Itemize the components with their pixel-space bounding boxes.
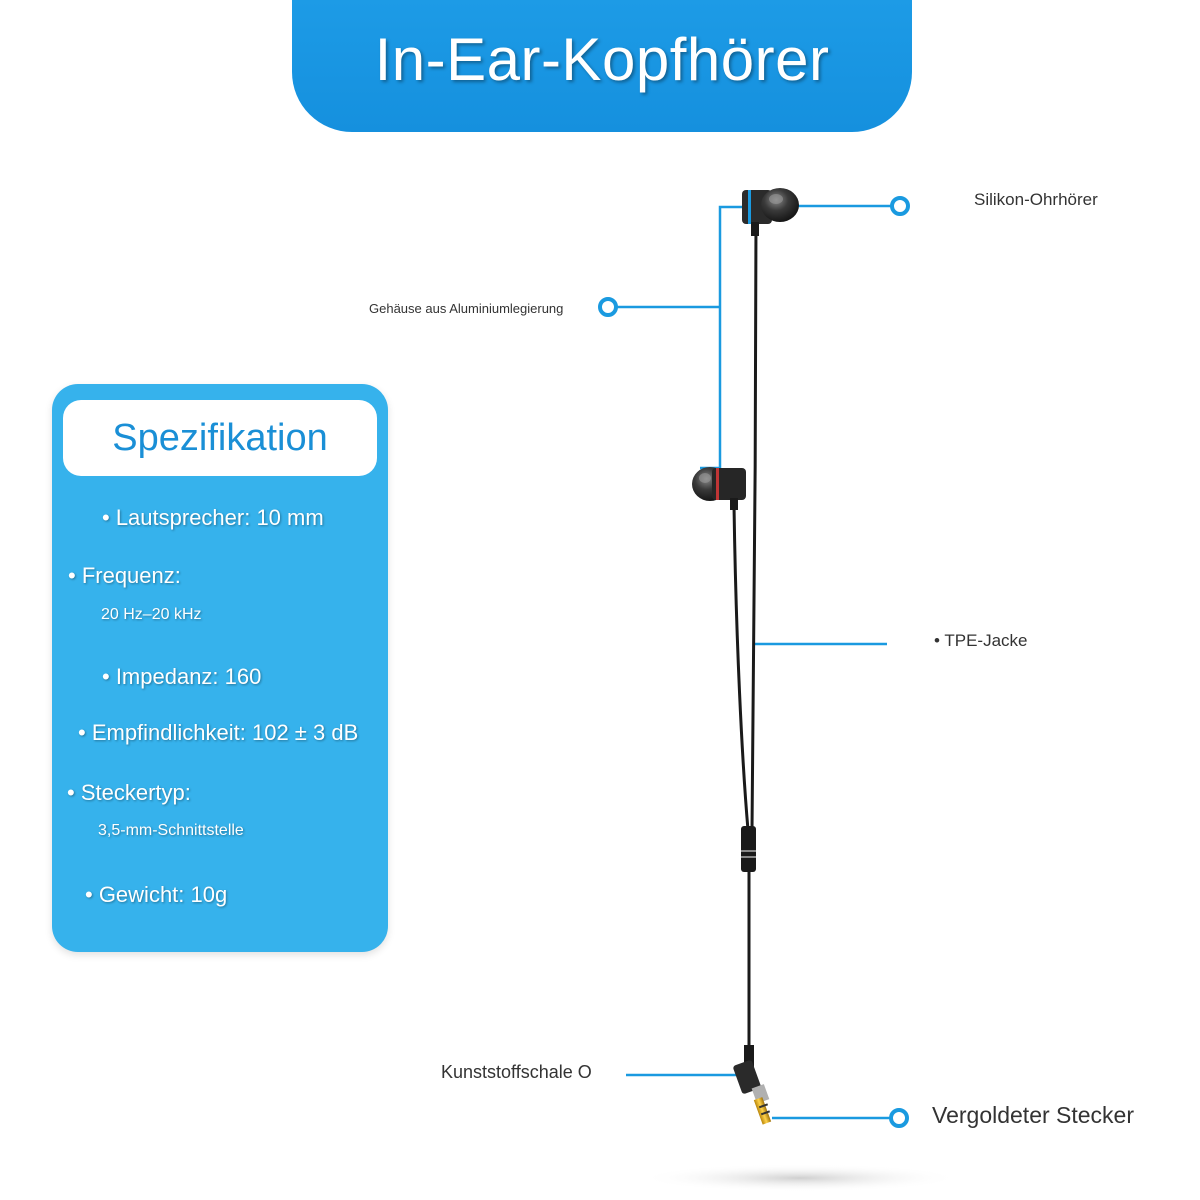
earbud-right [742, 188, 799, 236]
label-shell: Kunststoffschale O [441, 1062, 592, 1082]
spec-frequency-label: • Frequenz: [68, 563, 181, 588]
spec-card: Spezifikation • Lautsprecher: 10 mm • Fr… [52, 384, 388, 952]
earbud-left [692, 467, 746, 510]
spec-impedance: • Impedanz: 160 [102, 664, 262, 689]
label-plug: Vergoldeter Stecker [932, 1102, 1135, 1128]
page-title: In-Ear-Kopfhörer [374, 25, 830, 93]
spec-speaker: • Lautsprecher: 10 mm [102, 505, 324, 530]
callout-marker-silicone [890, 196, 910, 216]
spec-title: Spezifikation [112, 416, 328, 459]
callout-line-housing [700, 205, 748, 470]
earphone-cables [732, 219, 758, 1045]
spec-sensitivity: • Empfindlichkeit: 102 ± 3 dB [78, 720, 359, 745]
spec-plug-label: • Steckertyp: [67, 780, 191, 805]
spec-weight: • Gewicht: 10g [85, 882, 228, 907]
callout-markers [598, 196, 910, 1128]
callout-marker-housing [598, 297, 618, 317]
label-housing: Gehäuse aus Aluminiumlegierung [369, 301, 564, 316]
cable-splitter [741, 826, 756, 872]
floor-shadow [640, 1164, 960, 1192]
label-jacket: • TPE-Jacke [934, 631, 1028, 650]
spec-header: Spezifikation [63, 400, 377, 476]
audio-plug [733, 1045, 772, 1125]
cable-right [750, 219, 758, 831]
spec-frequency-value: 20 Hz–20 kHz [101, 606, 202, 623]
spec-plug-value: 3,5-mm-Schnittstelle [98, 822, 244, 839]
title-banner: In-Ear-Kopfhörer [292, 0, 912, 132]
callout-marker-plug [889, 1108, 909, 1128]
cable-left [732, 504, 750, 831]
label-silicone: Silikon-Ohrhörer [974, 190, 1098, 209]
